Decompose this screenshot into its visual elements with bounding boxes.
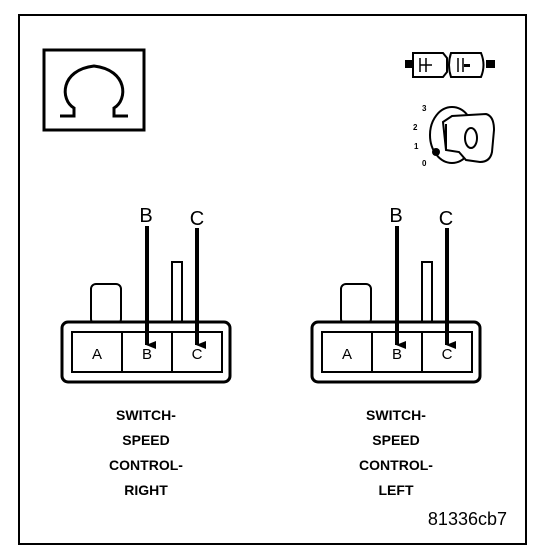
caption-line: CONTROL- [359, 457, 433, 473]
terminal-label: A [342, 346, 352, 363]
caption-left: SWITCH- SPEED CONTROL- LEFT [359, 407, 433, 498]
key-position-label: 2 [413, 123, 418, 132]
probe-leads-right: B C [139, 205, 206, 349]
terminal-label: A [92, 346, 102, 363]
caption-line: LEFT [379, 482, 414, 498]
ignition-key-icon: 3 2 1 0 [413, 104, 496, 168]
key-position-label: 0 [422, 159, 427, 168]
disconnected-connector-icon [405, 52, 495, 78]
caption-right: SWITCH- SPEED CONTROL- RIGHT [109, 407, 183, 498]
connector-right: A B C [60, 261, 232, 384]
caption-line: SPEED [372, 432, 419, 448]
caption-line: SPEED [122, 432, 169, 448]
probe-leads-left: B C [389, 205, 456, 349]
terminal-label: C [442, 346, 453, 363]
probe-label: C [190, 208, 204, 230]
caption-line: SWITCH- [366, 407, 426, 423]
diagram-frame [18, 14, 527, 545]
ohmmeter-icon [42, 48, 146, 132]
terminal-label: C [192, 346, 203, 363]
key-position-label: 3 [422, 104, 427, 113]
probe-label: C [439, 208, 453, 230]
terminal-label: B [142, 346, 152, 363]
figure-id: 81336cb7 [428, 509, 507, 529]
probe-label: B [139, 205, 152, 227]
caption-line: SWITCH- [116, 407, 176, 423]
caption-line: RIGHT [124, 482, 168, 498]
caption-line: CONTROL- [109, 457, 183, 473]
probe-label: B [389, 205, 402, 227]
terminal-label: B [392, 346, 402, 363]
key-position-label: 1 [414, 142, 419, 151]
